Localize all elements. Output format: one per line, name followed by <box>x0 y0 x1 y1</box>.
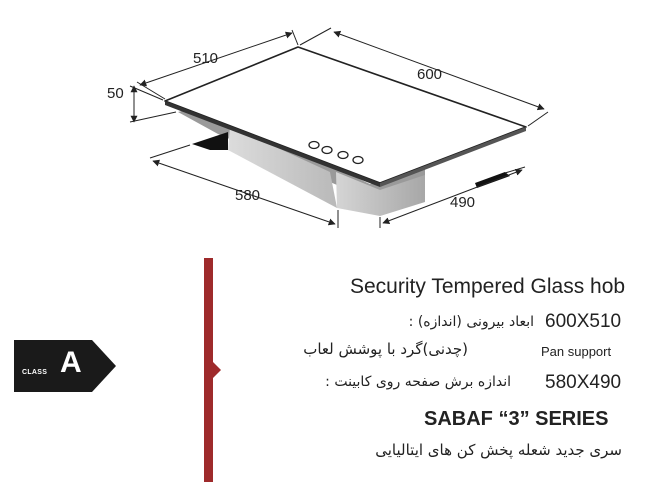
pan-support-label-en: Pan support <box>541 344 612 359</box>
knob-1 <box>308 140 320 150</box>
knob-4 <box>352 155 364 165</box>
class-small-label: CLASS <box>22 369 48 376</box>
red-divider-pointer <box>213 362 221 378</box>
burner-series-title: SABAF “3” SERIES <box>424 408 609 430</box>
product-title: Security Tempered Glass hob <box>350 275 626 298</box>
class-grade: A <box>60 346 82 379</box>
control-knobs <box>308 140 364 165</box>
hob-dimension-drawing: 510 600 50 580 490 <box>107 27 549 228</box>
dim-label-490: 490 <box>450 194 475 211</box>
dim-label-600: 600 <box>417 66 442 83</box>
dim-line-490 <box>382 168 523 225</box>
dim-label-510: 510 <box>193 50 218 67</box>
knob-3 <box>337 150 349 160</box>
dim-label-580: 580 <box>235 187 260 204</box>
dim-label-50: 50 <box>107 85 124 102</box>
cutout-size-label-fa: اندازه برش صفحه روی کابینت : <box>325 374 511 390</box>
glass-top <box>164 46 527 187</box>
knob-2 <box>321 145 333 155</box>
pan-support-label-fa: (چدنی)گرد با پوشش لعاب <box>303 340 468 358</box>
dim-line-600 <box>333 30 545 111</box>
cutout-size-value: 580X490 <box>545 372 622 393</box>
burner-series-description-fa: سری جدید شعله پخش کن های ایتالیایی <box>375 441 622 459</box>
outer-dimensions-value: 600X510 <box>545 311 622 332</box>
dim-line-510 <box>139 31 293 87</box>
dim-line-580 <box>152 159 336 226</box>
class-badge-shape <box>14 340 116 392</box>
red-divider-bar <box>204 258 213 482</box>
outer-dimensions-label-fa: ابعاد بیرونی (اندازه) : <box>408 314 534 330</box>
